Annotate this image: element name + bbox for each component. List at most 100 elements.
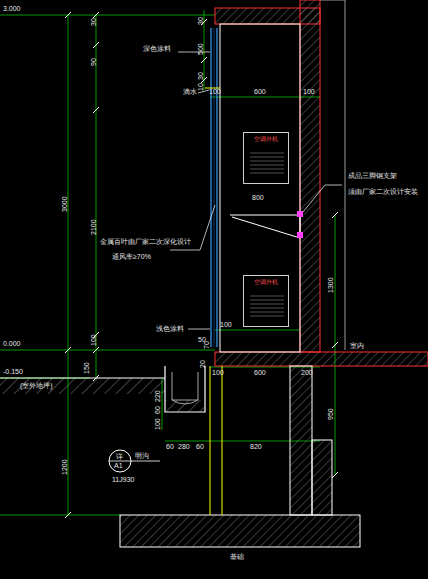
dimension: 500 (197, 43, 205, 55)
dimension: 100 (212, 369, 224, 377)
dimension: 100 (303, 88, 315, 96)
drawing-line (332, 342, 338, 348)
dimension: 2100 (90, 219, 98, 235)
drawing-line (297, 211, 303, 217)
unit-grille (246, 292, 286, 322)
dimension: 950 (327, 408, 335, 420)
drawing-line (93, 42, 99, 48)
drawing-line (0, 378, 165, 394)
dimension: 820 (250, 443, 262, 451)
drawing-line (0, 515, 120, 516)
drawing-line (210, 28, 211, 347)
dimension: 20 (199, 360, 207, 368)
note: 浅色涂料 (156, 325, 184, 333)
drawing-line (303, 185, 342, 212)
dimension: 3000 (61, 196, 69, 212)
grille-line (250, 300, 284, 301)
dimension: 1300 (327, 277, 335, 293)
grille-line (250, 153, 284, 154)
ac-unit-box: 空调外机 (243, 275, 289, 327)
detail-mark: A1 (114, 462, 123, 470)
drawing-line (131, 461, 160, 462)
drawing-line (222, 366, 223, 515)
drawing-line (0, 378, 165, 379)
ac-unit-box: 空调外机 (243, 132, 289, 184)
grille-line (250, 308, 284, 309)
drawing-line (320, 0, 345, 1)
drawing-line (109, 461, 131, 462)
note: (室外地坪) (20, 382, 53, 390)
dimension: 30 (197, 72, 205, 80)
drawing-line (65, 12, 338, 518)
elevation-mark: 0.000 (3, 340, 21, 348)
dimension: 100 (220, 321, 232, 329)
dimension: 100 (90, 334, 98, 346)
dimension: 70 (203, 341, 211, 349)
unit-name: 空调外机 (244, 276, 288, 289)
drawing-line (178, 52, 210, 53)
dimension: 90 (90, 58, 98, 66)
drawing-line (216, 28, 217, 347)
drawing-line (332, 472, 338, 478)
drawing-line (300, 0, 320, 352)
drawing-line (93, 107, 99, 113)
drawing-line (214, 28, 215, 347)
grille-line (250, 161, 284, 162)
note: 通风率≥70% (112, 253, 151, 261)
grille-line (250, 169, 284, 170)
note: 金属百叶由厂家二次深化设计 (100, 238, 191, 246)
note: 成品三脚钢支架 (348, 172, 397, 180)
drawing-line (345, 0, 346, 350)
drawing-line (215, 330, 300, 331)
reference-code: 11J930 (112, 476, 134, 484)
drawing-line (188, 329, 210, 330)
grille-line (250, 165, 284, 166)
drawing-line (215, 352, 428, 366)
dimension: 1200 (61, 459, 69, 475)
drawing-line (297, 232, 303, 238)
elevation-mark: -0.150 (3, 368, 23, 376)
drawing-line (201, 57, 207, 63)
dimension: 200 (301, 369, 313, 377)
drawing-line (65, 12, 71, 18)
dimension: 600 (254, 88, 266, 96)
drawing-line (109, 450, 131, 472)
drawing-line (312, 440, 332, 515)
dimension: 10 (197, 83, 205, 91)
drawing-line (220, 24, 300, 352)
dimension: 60 (196, 443, 204, 451)
elevation-mark: 3.000 (3, 5, 21, 13)
grille-line (250, 157, 284, 158)
drawing-line (93, 12, 99, 18)
drawing-line (0, 15, 215, 16)
drawing-line (120, 515, 360, 547)
drawing-line (93, 347, 99, 353)
note: 深色涂料 (143, 45, 171, 53)
part-name: 基础 (230, 553, 244, 561)
drawing-line (0, 350, 215, 351)
drawing-line (290, 366, 312, 515)
dimension: 60 (166, 443, 174, 451)
drawing-line (332, 212, 338, 218)
drawing-line (165, 400, 205, 412)
dimension: 30 (90, 18, 98, 26)
room-name: 室内 (350, 342, 364, 350)
note: 须由厂家二次设计安装 (348, 188, 418, 196)
note: 滴水 (183, 88, 197, 96)
drawing-line (210, 366, 211, 515)
note: 明沟 (135, 452, 149, 460)
dimension: 600 (254, 369, 266, 377)
unit-grille (246, 149, 286, 179)
drawing-line (65, 347, 71, 353)
drawing-line (230, 215, 300, 238)
grille-line (250, 316, 284, 317)
unit-name: 空调外机 (244, 133, 288, 146)
drawing-line (68, 15, 69, 515)
drawing-line (96, 15, 97, 378)
dimension: 280 (178, 443, 190, 451)
dimension: 100 (209, 88, 221, 96)
drawing-line (172, 372, 198, 400)
dimension: 30 (197, 17, 205, 25)
grille-line (250, 304, 284, 305)
